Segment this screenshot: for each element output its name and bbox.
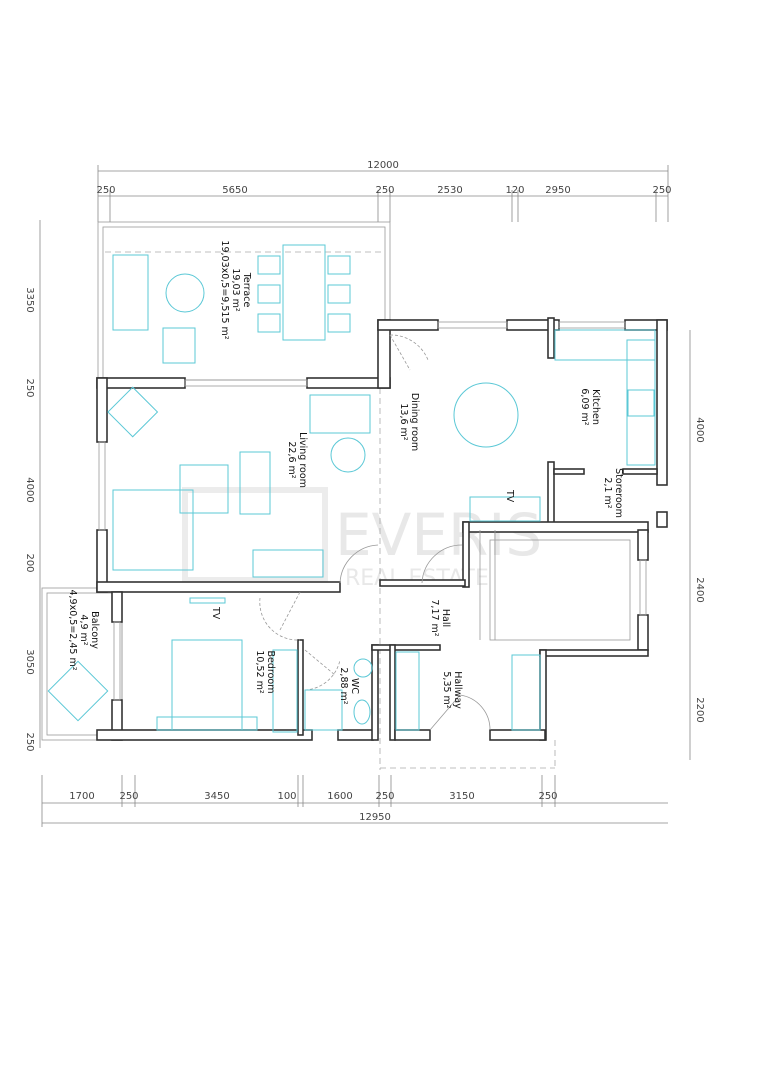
room-name: Hallway bbox=[452, 671, 463, 709]
room-area: 22,6 m² bbox=[286, 441, 297, 478]
room-label-living: Living room 22,6 m² bbox=[286, 432, 308, 488]
room-name: Living room bbox=[297, 432, 308, 488]
room-area: 2,88 m² bbox=[338, 667, 349, 704]
doors bbox=[259, 334, 496, 731]
dining-table-icon bbox=[282, 244, 326, 341]
toilet-icon bbox=[353, 699, 371, 725]
room-area: 13,6 m² bbox=[398, 403, 409, 440]
outdoor-outlines bbox=[41, 221, 556, 770]
dim-bottom: 1600 bbox=[327, 791, 352, 802]
dim-top: 2530 bbox=[437, 185, 462, 196]
room-name: Balcony bbox=[89, 611, 100, 649]
dimension-lines bbox=[39, 165, 691, 827]
dim-top: 250 bbox=[96, 185, 115, 196]
room-label-dining: Dining room 13,6 m² bbox=[398, 393, 420, 451]
dim-right: 2200 bbox=[694, 697, 705, 722]
room-label-bedroom: Bedroom 10,52 m² bbox=[254, 650, 276, 693]
shower-icon bbox=[304, 689, 343, 731]
room-name: WC bbox=[349, 678, 360, 694]
dim-top: 120 bbox=[505, 185, 524, 196]
room-name: Storeroom bbox=[613, 468, 624, 518]
room-formula: 4,9x0,5=2,45 m² bbox=[67, 589, 78, 670]
dim-bottom: 1700 bbox=[69, 791, 94, 802]
room-name: Terrace bbox=[241, 272, 252, 308]
sofa-icon bbox=[309, 394, 371, 434]
dim-right: 2400 bbox=[694, 577, 705, 602]
dim-bottom: 250 bbox=[119, 791, 138, 802]
room-label-hallway: Hallway 5,35 m² bbox=[441, 671, 463, 709]
room-area: 19,03 m² bbox=[230, 268, 241, 311]
furniture bbox=[47, 244, 656, 733]
dim-left: 200 bbox=[24, 553, 35, 572]
dim-left: 250 bbox=[24, 732, 35, 751]
dim-left: 3350 bbox=[24, 287, 35, 312]
room-area: 2,1 m² bbox=[602, 477, 613, 508]
dim-bottom: 250 bbox=[375, 791, 394, 802]
watermark: EVERIS REAL ESTATE bbox=[182, 487, 542, 591]
dim-top: 5650 bbox=[222, 185, 247, 196]
room-formula: 19,03x0,5=9,515 m² bbox=[219, 240, 230, 339]
dim-top-total: 12000 bbox=[367, 160, 399, 171]
tv-label: TV bbox=[504, 489, 515, 503]
tv-label: TV bbox=[210, 606, 221, 620]
room-name: Kitchen bbox=[590, 389, 601, 425]
room-area: 5,35 m² bbox=[441, 671, 452, 708]
walls bbox=[96, 317, 668, 741]
sink-icon bbox=[353, 658, 373, 678]
stove-icon bbox=[627, 389, 655, 417]
round-table-icon bbox=[453, 382, 519, 448]
dim-top: 250 bbox=[375, 185, 394, 196]
dim-top: 2950 bbox=[545, 185, 570, 196]
dim-bottom-total: 12950 bbox=[359, 812, 391, 823]
room-area: 4,9 m² bbox=[78, 614, 89, 645]
armchair-icon bbox=[47, 660, 109, 722]
room-label-terrace: Terrace 19,03 m² 19,03x0,5=9,515 m² bbox=[219, 240, 252, 339]
table-icon bbox=[165, 273, 205, 313]
room-label-storeroom: Storeroom 2,1 m² bbox=[602, 468, 624, 518]
room-label-hall: Hall 7,17 m² bbox=[429, 599, 451, 636]
dim-bottom: 3450 bbox=[204, 791, 229, 802]
dim-right: 4000 bbox=[694, 417, 705, 442]
room-label-kitchen: Kitchen 6,09 m² bbox=[579, 388, 601, 425]
dim-left: 3050 bbox=[24, 649, 35, 674]
armchair-icon bbox=[162, 327, 196, 364]
room-area: 10,52 m² bbox=[254, 650, 265, 693]
staircase-icon bbox=[489, 539, 631, 641]
shoe-rack-icon bbox=[511, 654, 541, 731]
room-name: Bedroom bbox=[265, 651, 276, 694]
sofa-icon bbox=[112, 254, 149, 331]
wardrobe-icon bbox=[272, 649, 298, 733]
dim-left: 4000 bbox=[24, 477, 35, 502]
dim-top: 250 bbox=[652, 185, 671, 196]
kitchen-counter-icon bbox=[626, 339, 656, 466]
room-name: Dining room bbox=[409, 393, 420, 451]
watermark-brand: EVERIS bbox=[335, 501, 542, 569]
wardrobe-icon bbox=[395, 651, 420, 731]
corner-sofa-icon bbox=[112, 489, 194, 571]
dim-bottom: 250 bbox=[538, 791, 557, 802]
dim-bottom: 100 bbox=[277, 791, 296, 802]
room-area: 7,17 m² bbox=[429, 599, 440, 636]
room-label-wc: WC 2,88 m² bbox=[338, 667, 360, 704]
dim-bottom: 3150 bbox=[449, 791, 474, 802]
dim-left: 250 bbox=[24, 378, 35, 397]
room-name: Hall bbox=[440, 609, 451, 627]
room-area: 6,09 m² bbox=[579, 388, 590, 425]
room-label-balcony: Balcony 4,9 m² 4,9x0,5=2,45 m² bbox=[67, 589, 100, 670]
